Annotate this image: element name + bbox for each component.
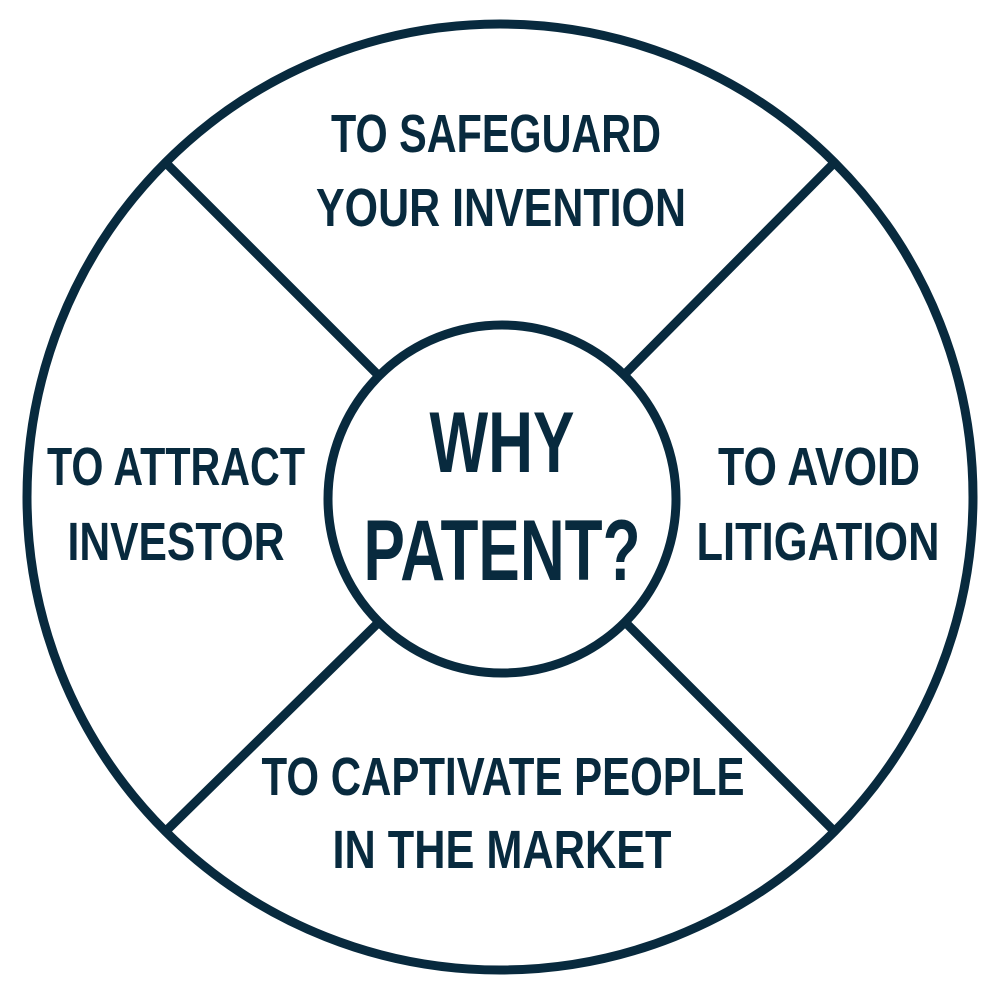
segment-top-line1: TO SAFEGUARD — [331, 104, 661, 164]
divider-top-right — [621, 159, 838, 378]
segment-bottom-line1: TO CAPTIVATE PEOPLE — [262, 747, 745, 807]
divider-bottom-right — [621, 618, 838, 835]
segment-bottom-line2: IN THE MARKET — [333, 820, 672, 880]
segment-left-line2: INVESTOR — [68, 512, 285, 572]
segment-right-line2: LITIGATION — [697, 512, 940, 572]
segment-top-line2: YOUR INVENTION — [316, 178, 686, 238]
divider-top-left — [162, 159, 383, 380]
segment-right-line1: TO AVOID — [718, 437, 920, 497]
inner-circle — [323, 320, 681, 678]
segment-left-line1: TO ATTRACT — [47, 437, 305, 497]
divider-bottom-left — [162, 618, 383, 835]
outer-circle — [22, 19, 978, 975]
center-title-line2: PATENT? — [364, 503, 641, 599]
center-title-line1: WHY — [430, 395, 575, 491]
